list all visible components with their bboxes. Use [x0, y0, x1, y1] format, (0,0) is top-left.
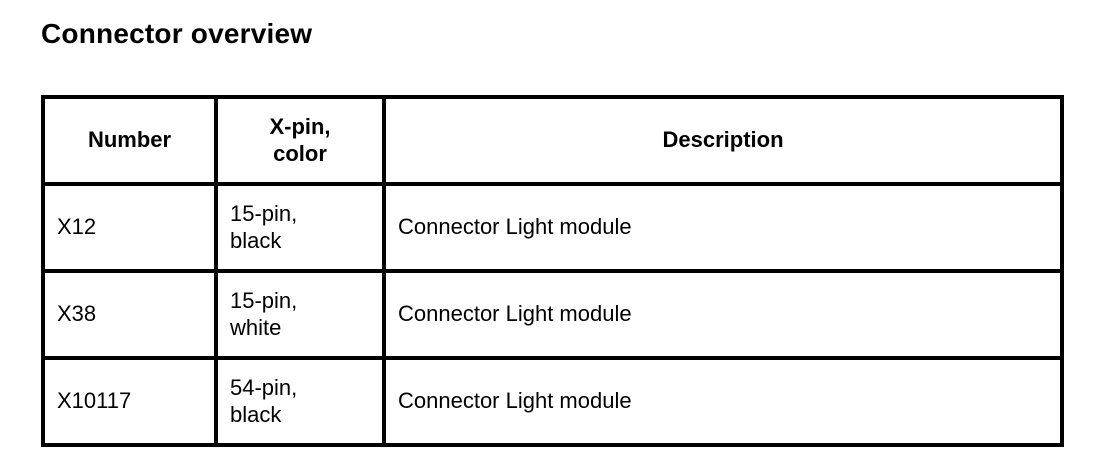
cell-description: Connector Light module [382, 356, 1064, 447]
cell-number: X10117 [41, 356, 218, 447]
table-row: X38 15-pin, white Connector Light module [41, 269, 1064, 360]
connector-overview-table: Number X-pin, color Description X12 15-p… [41, 95, 1064, 447]
cell-pin-color: 15-pin, white [214, 269, 386, 360]
cell-description: Connector Light module [382, 182, 1064, 273]
column-header-pin-color: X-pin, color [214, 95, 386, 186]
table-row: X12 15-pin, black Connector Light module [41, 182, 1064, 273]
cell-number: X38 [41, 269, 218, 360]
table-row: X10117 54-pin, black Connector Light mod… [41, 356, 1064, 447]
cell-number: X12 [41, 182, 218, 273]
column-header-number: Number [41, 95, 218, 186]
page-title: Connector overview [41, 18, 313, 49]
cell-description: Connector Light module [382, 269, 1064, 360]
column-header-description: Description [382, 95, 1064, 186]
cell-pin-color: 15-pin, black [214, 182, 386, 273]
cell-pin-color: 54-pin, black [214, 356, 386, 447]
table-body: X12 15-pin, black Connector Light module… [41, 182, 1064, 447]
header-row: Number X-pin, color Description [41, 95, 1064, 186]
table-header: Number X-pin, color Description [41, 95, 1064, 186]
